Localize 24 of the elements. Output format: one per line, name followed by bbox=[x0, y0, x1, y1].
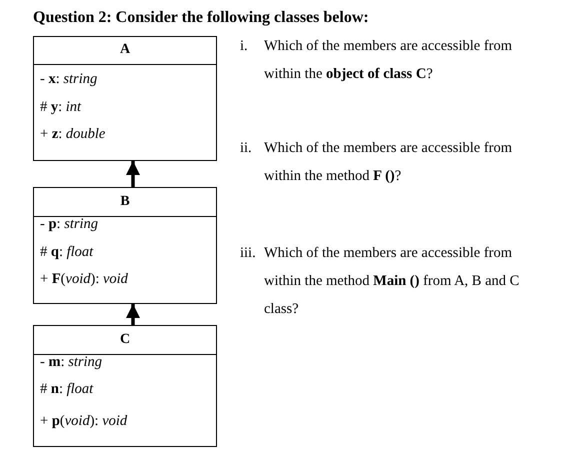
title: Question 2: Consider the following classes below: bbox=[33, 9, 369, 27]
member-text: + F(void): void bbox=[40, 271, 128, 288]
member-text: # q: float bbox=[40, 244, 94, 261]
question-text: Which of the members are accessible from within the method Main () from A, B and C class? bbox=[264, 244, 520, 319]
class-name: B bbox=[34, 188, 216, 217]
member-text: # n: float bbox=[40, 381, 94, 398]
member-text: - m: string bbox=[40, 354, 102, 371]
class-box bbox=[33, 36, 217, 161]
class-box bbox=[33, 325, 217, 447]
class-name: A bbox=[34, 37, 216, 65]
list-numeral: ii. bbox=[240, 139, 252, 158]
inheritance-arrow bbox=[126, 161, 140, 187]
list-numeral: iii. bbox=[240, 244, 256, 263]
member-text: - x: string bbox=[40, 71, 98, 88]
member-text: # y: int bbox=[40, 99, 82, 116]
question-text: Which of the members are accessible from within the object of class C? bbox=[264, 37, 514, 84]
list-numeral: i. bbox=[240, 37, 248, 56]
class-name: C bbox=[34, 326, 216, 355]
question-text: Which of the members are accessible from within the method F ()? bbox=[264, 139, 514, 186]
class-box bbox=[33, 187, 217, 304]
member-text: - p: string bbox=[40, 216, 98, 233]
inheritance-arrow bbox=[126, 304, 140, 325]
member-text: + z: double bbox=[40, 126, 106, 143]
member-text: + p(void): void bbox=[40, 413, 128, 430]
